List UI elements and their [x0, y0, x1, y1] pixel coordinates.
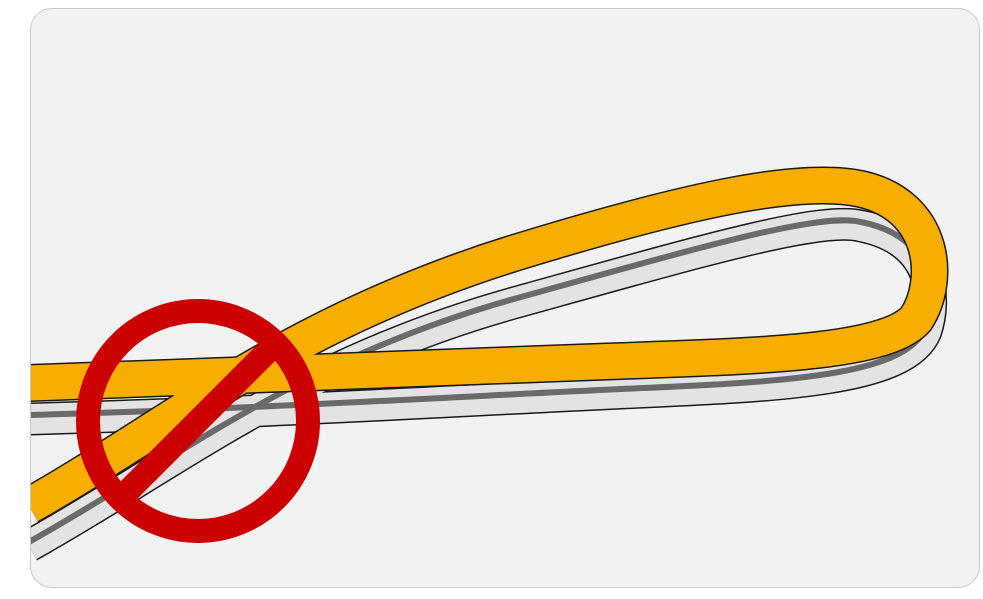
- cable-illustration: [30, 8, 980, 588]
- illustration-panel: [30, 8, 980, 588]
